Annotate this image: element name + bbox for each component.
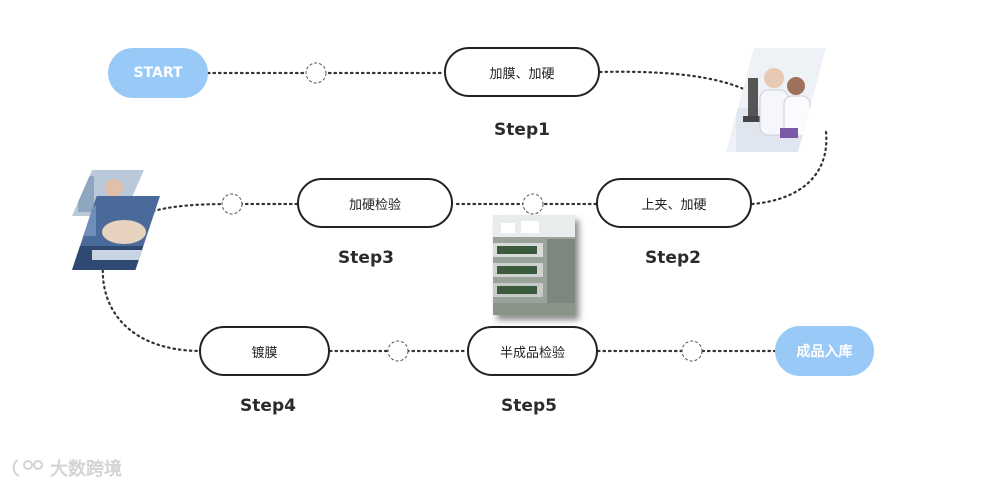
step4-box: 镀膜 xyxy=(199,326,330,376)
watermark: 大数跨境 xyxy=(10,455,122,481)
connector-left-step4 xyxy=(101,263,201,353)
end-terminal: 成品入库 xyxy=(775,326,874,376)
step1-label: Step1 xyxy=(494,120,550,140)
node-circle-5 xyxy=(681,340,703,362)
step4-label: Step4 xyxy=(240,396,296,416)
step2-label: Step2 xyxy=(645,248,701,268)
lab-scientists-photo xyxy=(726,48,826,152)
node-circle-3 xyxy=(221,193,243,215)
watermark-logo-icon xyxy=(12,459,43,477)
start-terminal: START xyxy=(108,48,208,98)
step3-box: 加硬检验 xyxy=(297,178,453,228)
step2-box: 上夹、加硬 xyxy=(596,178,752,228)
node-circle-1 xyxy=(305,62,327,84)
watermark-text: 大数跨境 xyxy=(50,459,122,480)
node-circle-4 xyxy=(387,340,409,362)
step5-box: 半成品检验 xyxy=(467,326,598,376)
step1-box: 加膜、加硬 xyxy=(444,47,600,97)
production-line-photo xyxy=(493,215,575,315)
connector-curve-step2 xyxy=(750,130,828,206)
step5-label: Step5 xyxy=(501,396,557,416)
node-circle-2 xyxy=(522,193,544,215)
step3-label: Step3 xyxy=(338,248,394,268)
